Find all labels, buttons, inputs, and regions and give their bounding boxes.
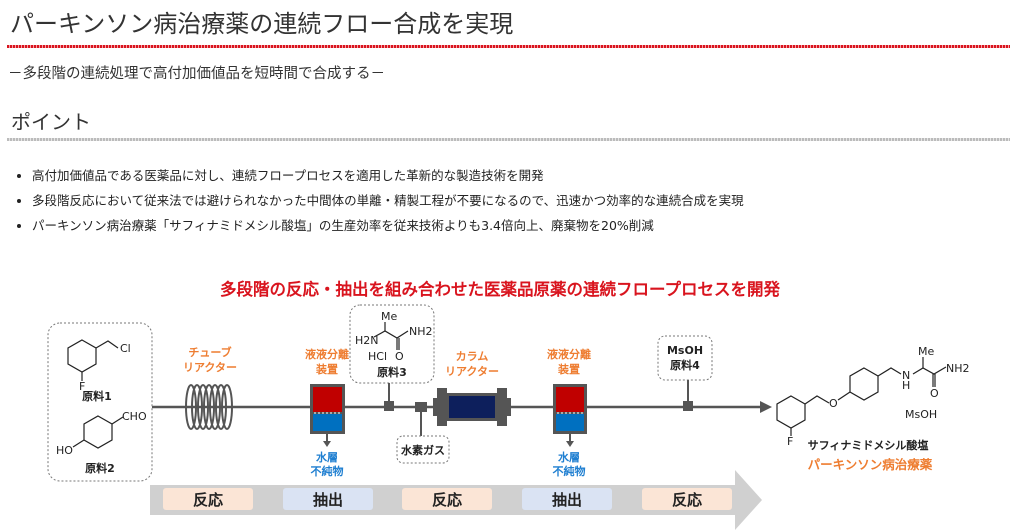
amine-h-label: H xyxy=(902,379,910,392)
diagram-title: 多段階の反応・抽出を組み合わせた医薬品原薬の連続フロープロセスを開発 xyxy=(220,279,781,299)
flow-arrow-head xyxy=(760,401,772,413)
product-structure: O N H Me NH2 O MsOH F サフィナミドメシル酸塩 パーキンソン… xyxy=(776,345,970,472)
raw-material-3: Me H2N NH2 HCl O 原料3 xyxy=(349,304,435,411)
waste-label: 水層 xyxy=(316,450,338,464)
step-reaction: 反応 xyxy=(193,491,223,509)
raw3-label: 原料3 xyxy=(377,365,407,379)
tube-reactor-label: チューブ xyxy=(188,345,231,359)
chloro-label: Cl xyxy=(120,342,131,355)
product-name: サフィナミドメシル酸塩 xyxy=(808,438,929,452)
points-list: 高付加価値品である医薬品に対し、連続フロープロセスを適用した革新的な製造技術を開… xyxy=(16,166,744,241)
page-subtitle: －多段階の連続処理で高付加価値品を短時間で合成する－ xyxy=(8,66,385,82)
fluoro-label: F xyxy=(787,435,793,448)
amine-n-label: N xyxy=(902,369,910,382)
hydroxy-label: HO xyxy=(56,444,73,457)
raw-material-4: MsOH 原料4 xyxy=(657,335,713,411)
methyl-label: Me xyxy=(381,310,397,323)
hcl-label: HCl xyxy=(368,350,387,363)
raw4-label: 原料4 xyxy=(670,358,700,372)
points-divider xyxy=(7,138,1010,141)
raw-materials-1-2: Cl F 原料1 CHO HO 原料2 xyxy=(47,322,153,482)
hydrogen-gas-inlet: 水素ガス xyxy=(396,402,450,464)
column-reactor-label: カラム xyxy=(456,350,489,363)
ether-oxygen-label: O xyxy=(829,397,838,410)
point-item: パーキンソン病治療薬「サフィナミドメシル酸塩」の生産効率を従来技術よりも3.4倍… xyxy=(32,216,744,241)
point-item: 高付加価値品である医薬品に対し、連続フロープロセスを適用した革新的な製造技術を開… xyxy=(32,166,744,191)
amide-label: NH2 xyxy=(946,362,970,375)
product-category: パーキンソン病治療薬 xyxy=(808,457,933,472)
waste-label: 水層 xyxy=(558,450,580,464)
amine-label: H2N xyxy=(355,334,379,347)
step-extraction: 抽出 xyxy=(552,491,582,509)
title-divider xyxy=(7,45,1010,48)
fluoro-label: F xyxy=(79,380,85,393)
step-extraction: 抽出 xyxy=(313,491,343,509)
step-reaction: 反応 xyxy=(672,491,702,509)
points-heading: ポイント xyxy=(11,110,91,134)
msoh-label: MsOH xyxy=(667,344,703,357)
column-reactor-icon xyxy=(433,388,511,426)
raw1-label: 原料1 xyxy=(82,389,112,403)
separator-label: 装置 xyxy=(557,362,580,376)
methyl-label: Me xyxy=(918,345,934,358)
tube-reactor-label: リアクター xyxy=(183,361,237,374)
oxygen-label: O xyxy=(395,350,404,363)
step-reaction: 反応 xyxy=(432,491,462,509)
point-item: 多段階反応において従来法では避けられなかった中間体の単離・精製工程が不要になるの… xyxy=(32,191,744,216)
tube-reactor-coil-icon xyxy=(185,384,233,430)
aldehyde-label: CHO xyxy=(122,410,147,423)
waste-label: 不純物 xyxy=(553,464,586,478)
amide-label: NH2 xyxy=(409,325,433,338)
separator-label: 液液分離 xyxy=(547,347,591,361)
salt-label: MsOH xyxy=(905,408,937,421)
separator-label: 装置 xyxy=(315,362,338,376)
carbonyl-label: O xyxy=(930,387,939,400)
column-reactor-label: リアクター xyxy=(445,365,499,378)
separator-label: 液液分離 xyxy=(305,347,349,361)
waste-label: 不純物 xyxy=(311,464,344,478)
step-arrow: 反応 抽出 反応 抽出 反応 xyxy=(150,470,762,530)
separator-icon xyxy=(553,384,587,447)
hydrogen-gas-label: 水素ガス xyxy=(401,443,445,457)
separator-icon xyxy=(310,384,345,447)
page-title: パーキンソン病治療薬の連続フロー合成を実現 xyxy=(10,10,514,38)
raw2-label: 原料2 xyxy=(85,461,115,475)
flow-process-diagram: 多段階の反応・抽出を組み合わせた医薬品原薬の連続フロープロセスを開発 反応 抽出… xyxy=(47,279,970,530)
